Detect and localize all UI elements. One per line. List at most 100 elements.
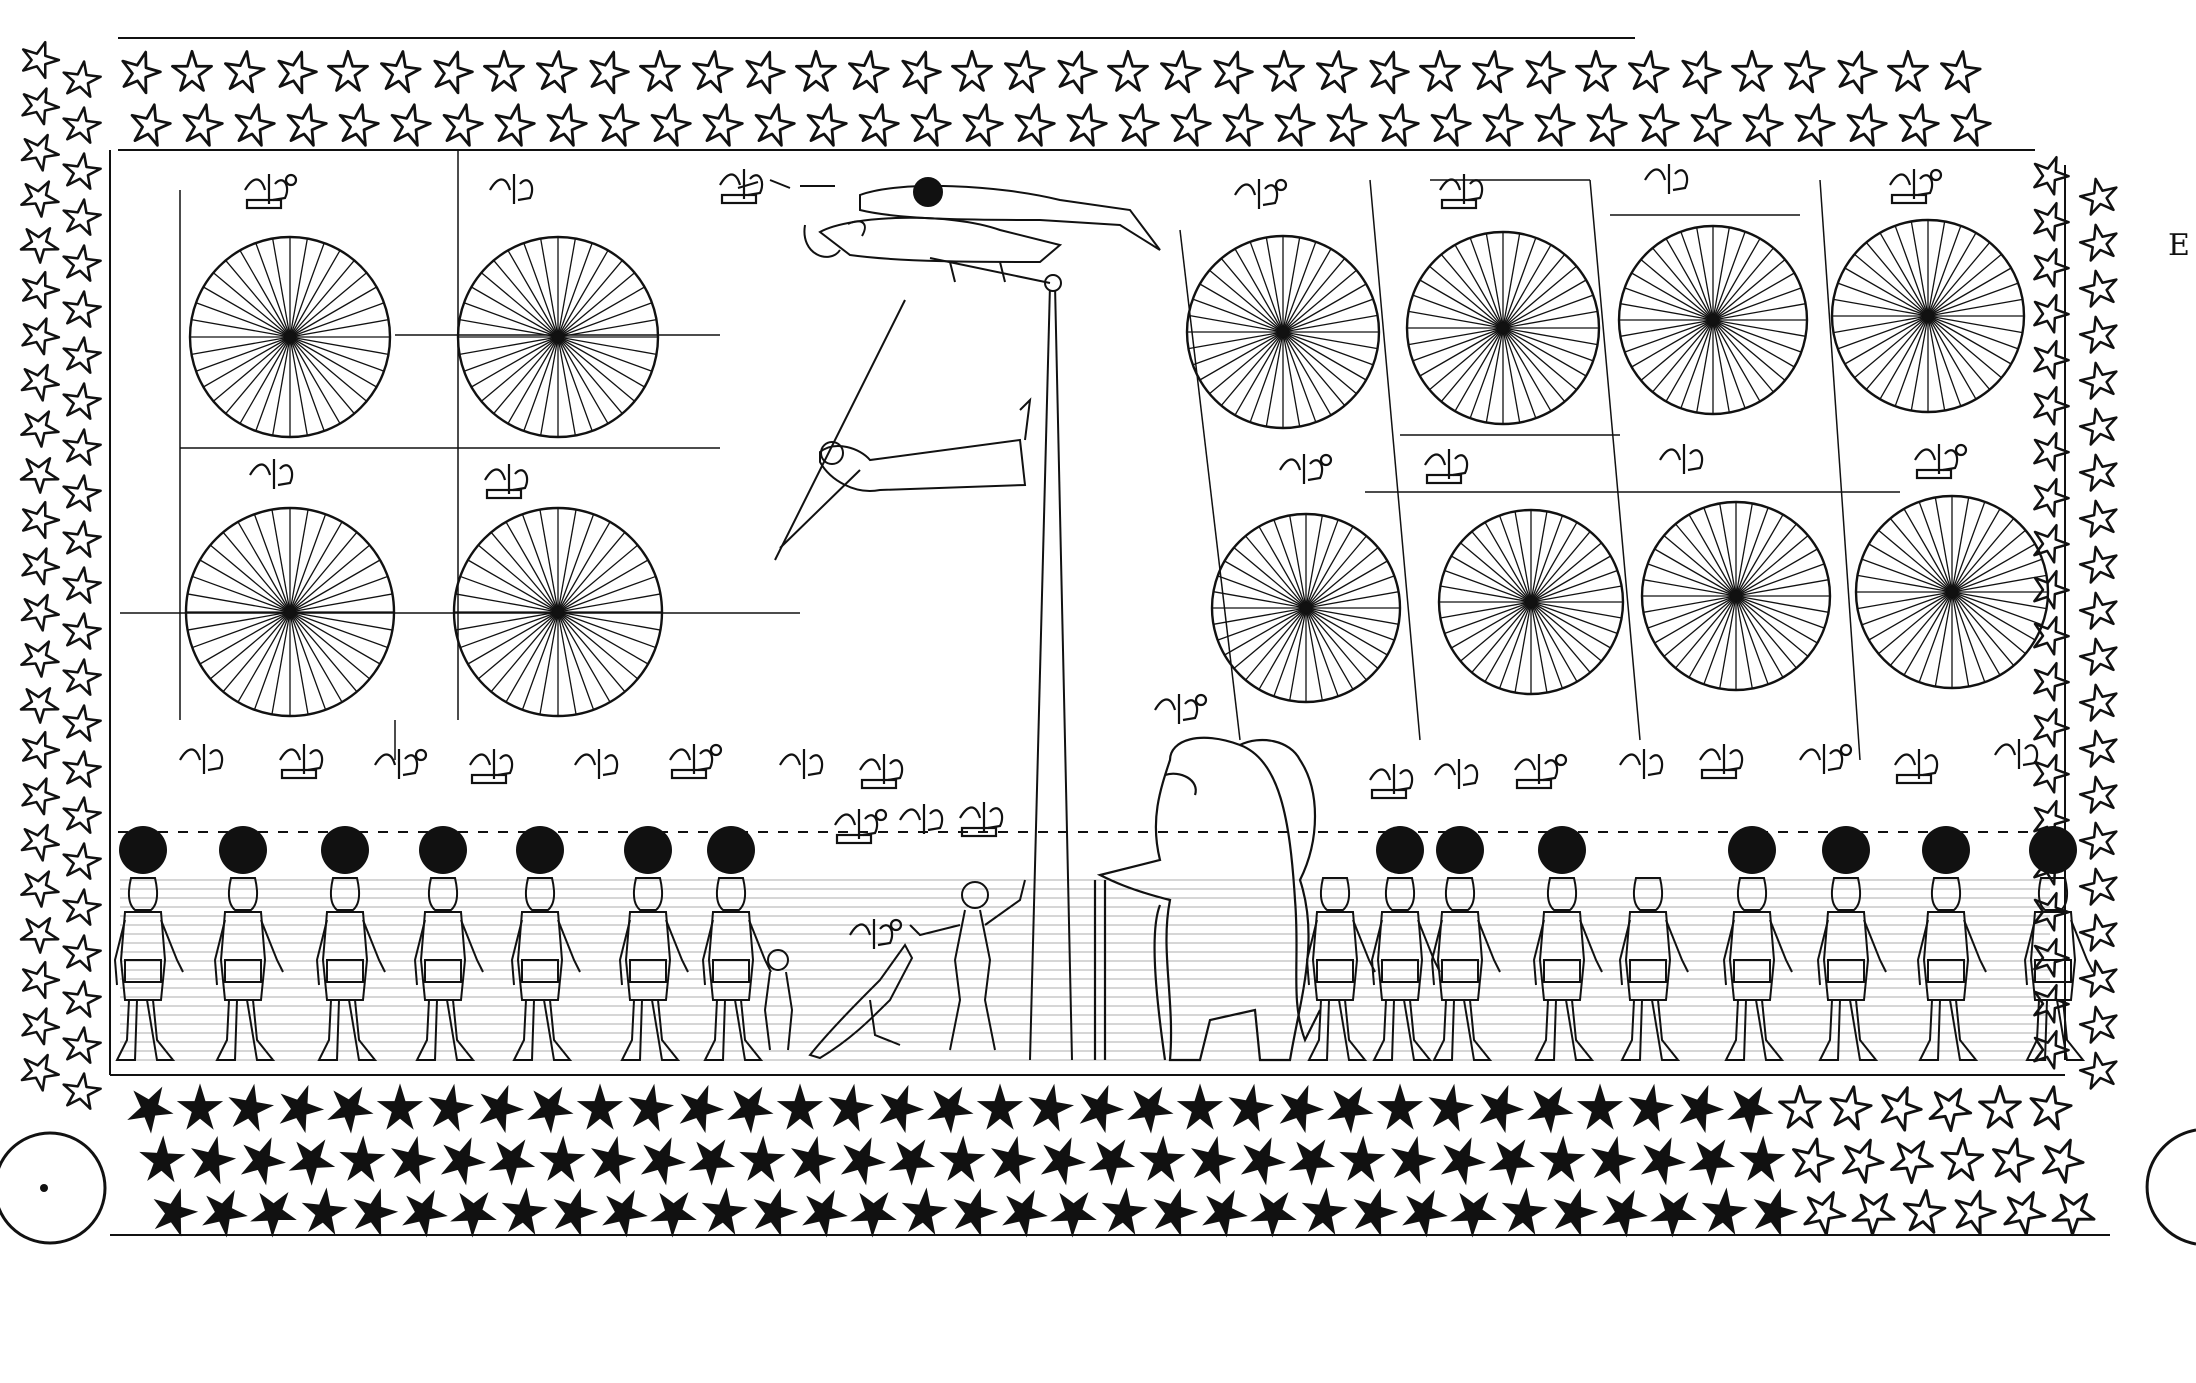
star-icon (18, 175, 64, 221)
star-icon (1978, 1084, 2022, 1129)
hieroglyph-mark (1994, 739, 2039, 769)
star-icon (2075, 722, 2127, 775)
star-icon (1321, 99, 1371, 149)
hieroglyph-mark (489, 174, 534, 204)
star-icon (2044, 1181, 2105, 1241)
star-icon (245, 1181, 305, 1241)
star-icon (20, 1005, 62, 1047)
star-icon (873, 1079, 928, 1134)
star-icon (121, 1078, 180, 1136)
star-icon (61, 609, 105, 654)
decan-wheel-icon (456, 235, 660, 439)
star-icon (2026, 195, 2075, 245)
star-icon (61, 931, 105, 976)
human-figure-icon (315, 826, 386, 1061)
star-icon (2075, 262, 2127, 315)
star-icon (688, 47, 736, 95)
star-icon (582, 45, 634, 97)
star-icon (1939, 1135, 1985, 1182)
star-icon (639, 49, 681, 92)
hieroglyph-mark (249, 459, 294, 489)
star-icon (645, 1181, 705, 1241)
star-icon (21, 730, 61, 770)
hieroglyph-mark (1234, 178, 1288, 209)
decan-wheels (184, 218, 2050, 718)
star-icon (673, 1079, 728, 1134)
star-icon (778, 1085, 822, 1129)
star-icon (17, 680, 65, 728)
star-icon (1578, 1085, 1622, 1129)
star-icon (61, 195, 105, 240)
star-icon (834, 1131, 891, 1187)
star-icon (125, 99, 175, 149)
star-icon (1674, 45, 1726, 97)
star-icon (234, 1131, 291, 1187)
hieroglyph-mark (179, 744, 224, 774)
star-icon (1196, 1182, 1253, 1240)
human-figure-icon (1722, 826, 1793, 1061)
star-icon (2026, 333, 2075, 383)
star-icon (1947, 1184, 2002, 1238)
sun-disk-icon (419, 826, 467, 874)
star-icon (1113, 99, 1163, 149)
star-icon (2075, 1044, 2127, 1097)
decan-wheel-icon (1185, 234, 1381, 430)
star-icon (281, 99, 331, 149)
star-icon (1386, 1133, 1438, 1185)
star-icon (20, 545, 62, 587)
star-icon (1009, 99, 1059, 149)
star-icon (18, 865, 64, 911)
star-icon (1362, 45, 1414, 97)
star-icon (61, 471, 105, 516)
star-icon (2075, 814, 2127, 867)
decan-wheel-icon (1210, 512, 1402, 704)
sky-goddess-figure (737, 177, 1161, 283)
star-icon (61, 747, 105, 792)
star-icon (1434, 1131, 1491, 1187)
bottom-star-band (121, 1077, 2105, 1241)
star-icon (801, 99, 851, 149)
star-icon (894, 45, 946, 97)
star-icon (957, 99, 1007, 149)
star-icon (921, 1078, 980, 1136)
star-icon (18, 635, 64, 681)
star-icon (2075, 216, 2127, 269)
star-icon (1269, 99, 1319, 149)
human-figure-icon (213, 826, 284, 1061)
star-icon (1312, 47, 1360, 95)
star-icon (996, 1182, 1053, 1240)
sun-disk-icon (707, 826, 755, 874)
star-icon (220, 47, 268, 95)
star-icon (1586, 1133, 1638, 1185)
star-icon (61, 885, 105, 930)
star-icon (178, 1085, 222, 1129)
star-icon (1339, 1136, 1385, 1182)
star-icon (2075, 538, 2127, 591)
star-icon (61, 977, 105, 1022)
hieroglyph-labels (179, 164, 2039, 949)
star-icon (20, 85, 62, 127)
hieroglyph-mark (1434, 759, 1479, 789)
hieroglyph-mark (279, 744, 324, 780)
star-icon (19, 590, 63, 634)
star-icon (20, 775, 62, 817)
star-icon (196, 1182, 253, 1240)
star-icon (270, 45, 322, 97)
decan-wheel-icon (1617, 224, 1809, 416)
star-icon (177, 99, 227, 149)
star-icon (61, 379, 105, 424)
star-icon (900, 1187, 948, 1235)
star-icon (229, 99, 279, 149)
star-icon (483, 1129, 542, 1189)
star-icon (61, 517, 105, 562)
star-icon (853, 99, 903, 149)
star-icon (1529, 99, 1579, 149)
star-icon (386, 1133, 438, 1185)
star-icon (951, 49, 993, 92)
star-icon (1780, 47, 1828, 95)
star-icon (61, 103, 105, 148)
star-icon (1348, 1184, 1401, 1237)
star-icon (1841, 99, 1891, 149)
star-icon (1633, 99, 1683, 149)
star-icon (61, 425, 105, 470)
